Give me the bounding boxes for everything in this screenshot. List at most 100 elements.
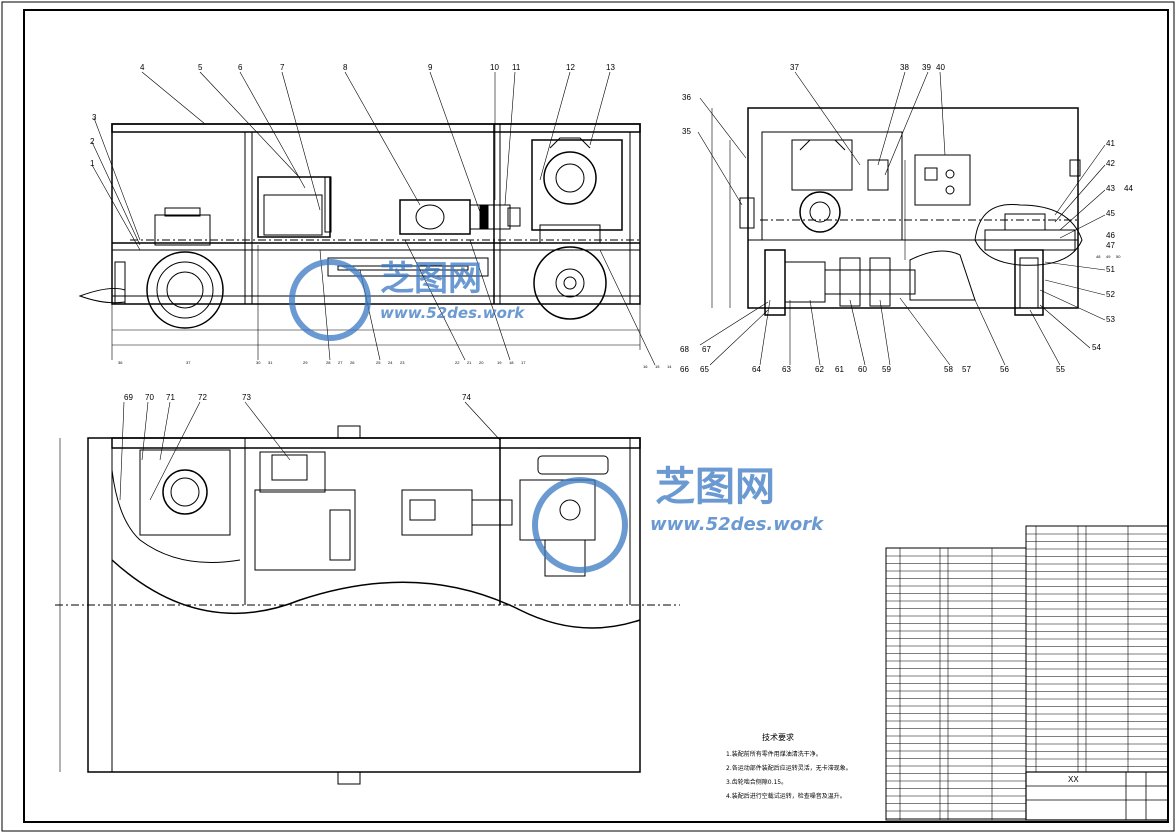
part-label: 31	[268, 360, 273, 365]
part-label: 5	[198, 63, 203, 72]
watermark-top: 芝图网 www.52des.work	[289, 259, 525, 341]
part-label: 14	[667, 364, 672, 369]
part-label: 37	[186, 360, 191, 365]
part-label: 36	[118, 360, 123, 365]
watermark-logo-icon	[532, 477, 628, 573]
part-label: 3	[92, 113, 97, 122]
part-label: 17	[521, 360, 526, 365]
part-label: 12	[566, 63, 575, 72]
part-label: 23	[400, 360, 405, 365]
part-label: 22	[455, 360, 460, 365]
notes-title: 技术要求	[762, 732, 794, 742]
part-label: 36	[682, 93, 691, 102]
part-label: 57	[962, 365, 971, 374]
watermark-brand: 芝图网	[380, 259, 482, 299]
part-label: 37	[790, 63, 799, 72]
part-label: 61	[835, 365, 844, 374]
part-label: 16	[643, 364, 648, 369]
part-label: 40	[936, 63, 945, 72]
part-label: 52	[1106, 290, 1115, 299]
title-block	[1025, 771, 1169, 821]
part-label: 38	[900, 63, 909, 72]
part-label: 9	[428, 63, 433, 72]
top-view-labels: 69 70 71 72 73 74	[124, 393, 471, 402]
top-view	[55, 401, 680, 785]
watermark-url: www.52des.work	[650, 514, 824, 535]
part-label: 1	[90, 159, 95, 168]
part-label: 63	[782, 365, 791, 374]
part-label: 60	[858, 365, 867, 374]
part-label: 71	[166, 393, 175, 402]
part-label: 72	[198, 393, 207, 402]
note-line: 3.齿轮啮合侧隙0.15。	[726, 778, 787, 786]
part-label: 4	[140, 63, 145, 72]
part-label: 44	[1124, 184, 1133, 193]
part-label: 21	[467, 360, 472, 365]
part-label: 45	[1106, 209, 1115, 218]
part-label: 28	[326, 360, 331, 365]
front-view	[78, 71, 656, 366]
part-label: 19	[497, 360, 502, 365]
part-label: 58	[944, 365, 953, 374]
part-label: 65	[700, 365, 709, 374]
part-label: 55	[1056, 365, 1065, 374]
note-line: 1.装配前所有零件用煤油清洗干净。	[726, 750, 822, 758]
part-label: 48	[1096, 254, 1101, 259]
part-label: 2	[90, 137, 95, 146]
part-label: 64	[752, 365, 761, 374]
part-label: 73	[242, 393, 251, 402]
watermark-bottom: 芝图网 www.52des.work	[532, 464, 824, 573]
part-label: 27	[338, 360, 343, 365]
part-label: 25	[376, 360, 381, 365]
note-line: 4.装配后进行空载试运转，检查噪音及温升。	[726, 792, 846, 800]
part-label: 56	[1000, 365, 1009, 374]
watermark-brand: 芝图网	[655, 464, 775, 510]
part-label: 53	[1106, 315, 1115, 324]
part-label: 26	[350, 360, 355, 365]
part-label: 62	[815, 365, 824, 374]
watermark-logo-icon	[289, 259, 371, 341]
part-label: 39	[922, 63, 931, 72]
technical-notes: 技术要求 1.装配前所有零件用煤油清洗干净。 2.各运动部件装配后应运转灵活，无…	[726, 732, 852, 800]
part-label: 49	[1106, 254, 1111, 259]
title-block-code: XX	[1068, 775, 1079, 784]
part-label: 74	[462, 393, 471, 402]
front-view-top-labels: 4 5 6 7 8 9 10 11 12 13 3 2 1	[90, 63, 615, 168]
parts-list	[885, 525, 1169, 821]
part-label: 15	[655, 364, 660, 369]
note-line: 2.各运动部件装配后应运转灵活，无卡滞现象。	[726, 764, 852, 772]
part-label: 54	[1092, 343, 1101, 352]
part-label: 68	[680, 345, 689, 354]
side-view-labels: 37 38 39 40 36 35 41 42 43 44 45 46 47 4…	[680, 63, 1133, 374]
part-label: 51	[1106, 265, 1115, 274]
part-label: 18	[509, 360, 514, 365]
watermark-url: www.52des.work	[380, 304, 525, 322]
part-label: 66	[680, 365, 689, 374]
part-label: 20	[479, 360, 484, 365]
inner-border	[23, 9, 1169, 823]
part-label: 35	[682, 127, 691, 136]
part-label: 8	[343, 63, 348, 72]
part-label: 42	[1106, 159, 1115, 168]
part-label: 43	[1106, 184, 1115, 193]
part-label: 6	[238, 63, 243, 72]
part-label: 41	[1106, 139, 1115, 148]
part-label: 46	[1106, 231, 1115, 240]
part-label: 59	[882, 365, 891, 374]
part-label: 69	[124, 393, 133, 402]
part-label: 7	[280, 63, 285, 72]
part-label: 10	[490, 63, 499, 72]
part-label: 13	[606, 63, 615, 72]
part-label: 29	[303, 360, 308, 365]
side-view	[697, 71, 1106, 366]
part-label: 30	[256, 360, 261, 365]
part-label: 67	[702, 345, 711, 354]
part-label: 24	[388, 360, 393, 365]
part-label: 47	[1106, 241, 1115, 250]
front-view-bottom-labels: 36 37 30 31 29 28 27 26 25 24 23 22 21 2…	[118, 360, 672, 369]
part-label: 70	[145, 393, 154, 402]
part-label: 11	[512, 63, 521, 72]
part-label: 50	[1116, 254, 1121, 259]
